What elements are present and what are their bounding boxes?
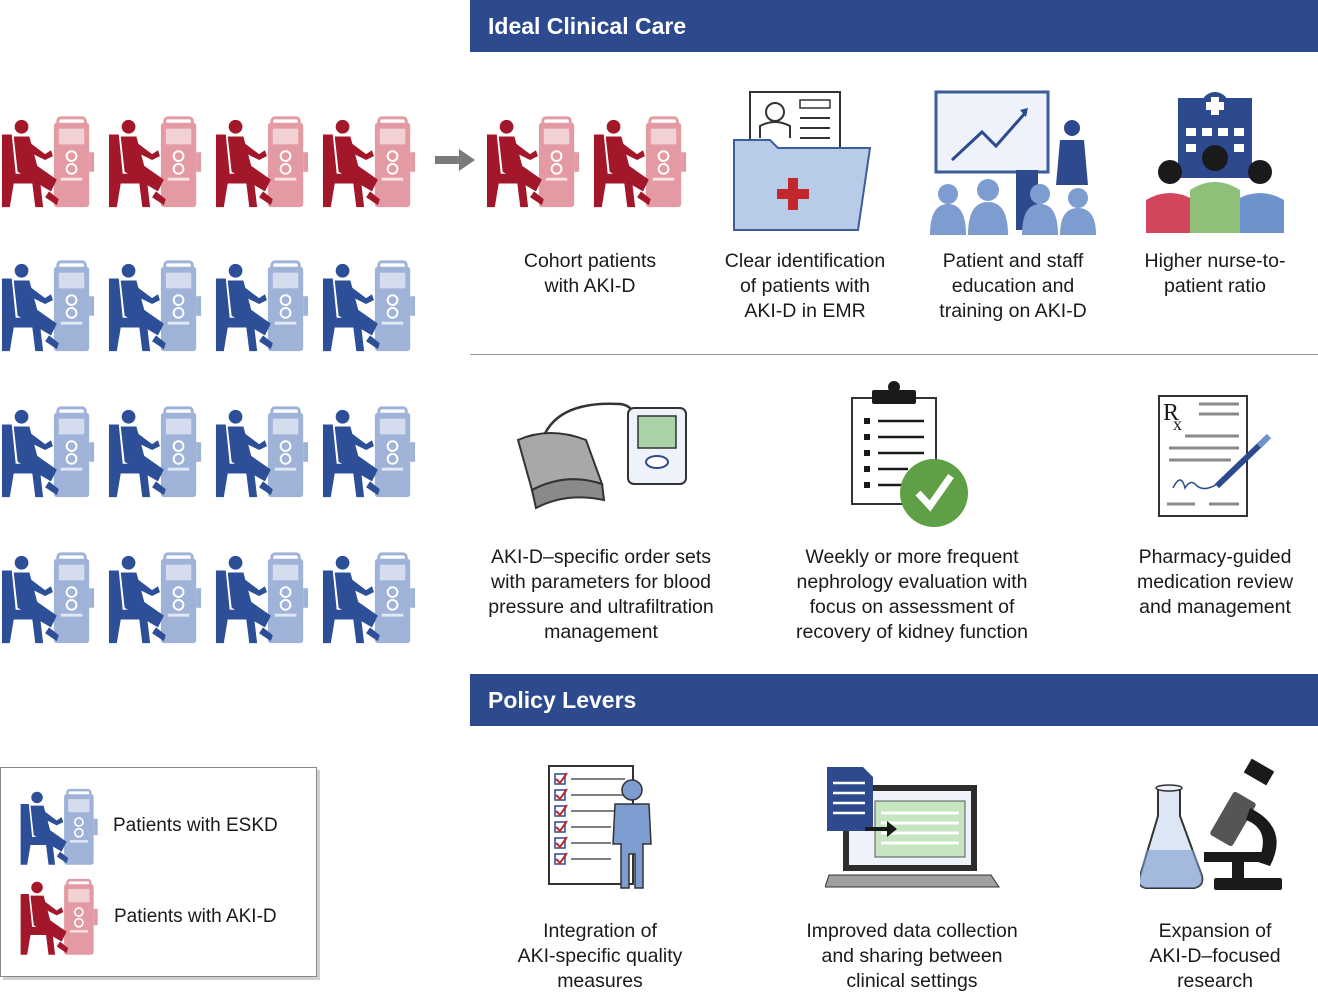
caption-line: and sharing between	[821, 945, 1003, 967]
legend-label-eskd: Patients with ESKD	[113, 815, 278, 836]
hospital-staff-icon	[1146, 92, 1284, 233]
caption-line: patient ratio	[1164, 275, 1266, 297]
eskd-patient-icon	[0, 256, 98, 356]
caption-line: Higher nurse-to-	[1144, 250, 1286, 272]
caption-line: training on AKI-D	[939, 300, 1087, 322]
caption-line: Weekly or more frequent	[805, 546, 1019, 568]
eskd-patient-icon	[19, 786, 101, 868]
checklist-person-icon	[548, 765, 652, 889]
caption-line: Expansion of	[1158, 920, 1272, 942]
eskd-patient-icon	[0, 548, 98, 648]
caption-line: Pharmacy-guided	[1138, 546, 1292, 568]
caption-line: with parameters for blood	[490, 571, 712, 593]
caption-line: AKI-D–specific order sets	[491, 546, 711, 568]
caption-line: Patient and staff	[942, 250, 1084, 272]
eskd-patient-icon	[321, 548, 419, 648]
section-divider	[470, 354, 1318, 355]
caption-line: focus on assessment of	[809, 596, 1015, 618]
caption-order-sets: AKI-D–specific order sets with parameter…	[476, 545, 726, 645]
caption-line: recovery of kidney function	[796, 621, 1028, 643]
caption-line: AKI-D–focused	[1149, 945, 1281, 967]
caption-pharmacy: Pharmacy-guided medication review and ma…	[1120, 545, 1310, 620]
caption-quality-measures: Integration of AKI-specific quality meas…	[500, 919, 700, 994]
ideal-care-title: Ideal Clinical Care	[488, 13, 687, 39]
arrow-right-icon	[435, 149, 475, 171]
legend-label-akid: Patients with AKI-D	[114, 906, 277, 927]
eskd-patient-icon	[107, 548, 205, 648]
caption-nephrology-evaluation: Weekly or more frequent nephrology evalu…	[780, 545, 1044, 645]
prescription-icon: R x	[1158, 395, 1272, 517]
caption-line: education and	[951, 275, 1075, 297]
caption-line: management	[544, 621, 658, 643]
akid-patient-icon	[321, 112, 419, 212]
eskd-patient-icon	[321, 402, 419, 502]
caption-line: pressure and ultrafiltration	[488, 596, 714, 618]
emr-folder-icon	[733, 91, 872, 231]
policy-title: Policy Levers	[488, 687, 637, 713]
akid-patient-icon	[0, 112, 98, 212]
caption-line: Improved data collection	[806, 920, 1018, 942]
legend: Patients with ESKD Patients with AKI-D	[0, 767, 317, 977]
akid-patient-icon	[214, 112, 312, 212]
clipboard-check-icon	[851, 381, 968, 527]
caption-line: clinical settings	[846, 970, 978, 992]
eskd-patient-icon	[321, 256, 419, 356]
akid-patient-icon	[19, 876, 101, 958]
caption-nurse-ratio: Higher nurse-to- patient ratio	[1120, 249, 1310, 299]
caption-line: with AKI-D	[544, 275, 636, 297]
presentation-icon	[930, 90, 1096, 235]
policy-header: Policy Levers	[470, 674, 1318, 726]
blood-pressure-cuff-icon	[516, 402, 687, 510]
caption-line: and management	[1139, 596, 1291, 618]
eskd-patient-icon	[214, 548, 312, 648]
caption-data-collection: Improved data collection and sharing bet…	[790, 919, 1034, 994]
caption-line: medication review	[1136, 571, 1294, 593]
caption-line: AKI-D in EMR	[744, 300, 866, 322]
caption-line: AKI-specific quality	[517, 945, 683, 967]
akid-patient-icon	[107, 112, 205, 212]
caption-education: Patient and staff education and training…	[915, 249, 1111, 324]
akid-patient-icon	[485, 112, 583, 212]
caption-research: Expansion of AKI-D–focused research	[1125, 919, 1305, 994]
eskd-patient-icon	[214, 402, 312, 502]
ideal-care-header: Ideal Clinical Care	[470, 0, 1318, 52]
akid-patient-icon	[592, 112, 690, 212]
caption-line: Clear identification	[724, 250, 886, 272]
lab-microscope-icon	[1140, 758, 1282, 890]
eskd-patient-icon	[107, 402, 205, 502]
svg-text:x: x	[1173, 414, 1182, 434]
caption-line: Integration of	[543, 920, 657, 942]
caption-line: nephrology evaluation with	[796, 571, 1028, 593]
caption-emr: Clear identification of patients with AK…	[700, 249, 910, 324]
caption-line: research	[1177, 970, 1253, 992]
caption-line: measures	[557, 970, 643, 992]
eskd-patient-icon	[0, 402, 98, 502]
eskd-patient-icon	[214, 256, 312, 356]
eskd-patient-icon	[107, 256, 205, 356]
caption-line: Cohort patients	[523, 250, 657, 272]
laptop-data-icon	[825, 767, 1000, 888]
svg-text:R: R	[1163, 400, 1179, 426]
caption-line: of patients with	[739, 275, 871, 297]
caption-cohort: Cohort patients with AKI-D	[490, 249, 690, 299]
